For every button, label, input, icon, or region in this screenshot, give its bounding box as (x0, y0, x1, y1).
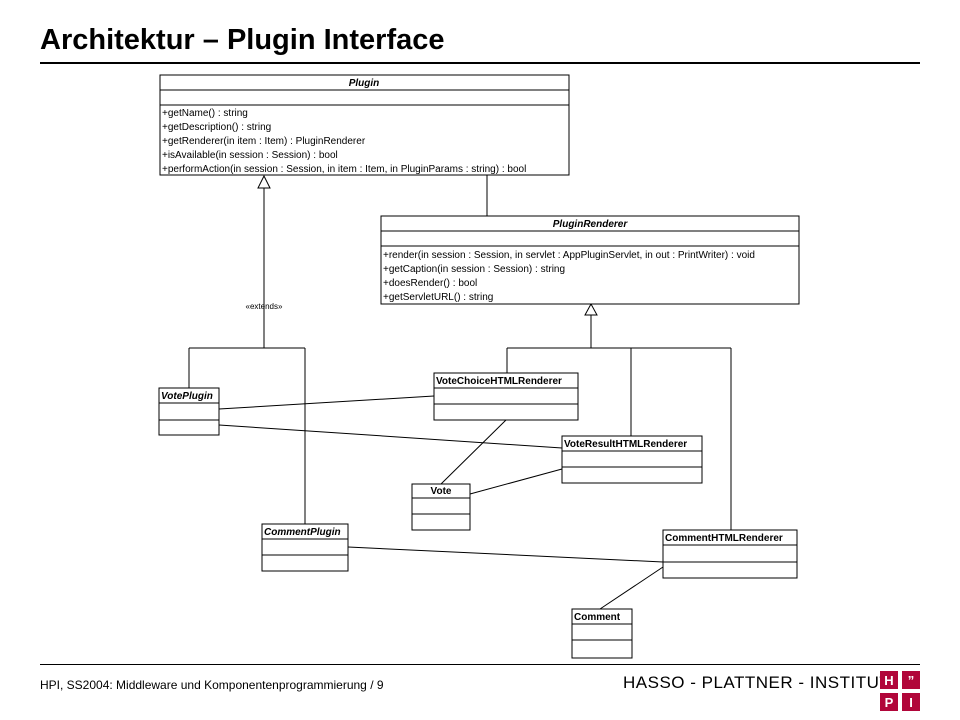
class-comment-plugin: CommentPlugin (261, 523, 349, 572)
class-name: PluginRenderer (553, 219, 629, 230)
class-plugin-renderer: PluginRenderer +render(in session : Sess… (380, 215, 800, 305)
method: +getDescription() : string (162, 122, 271, 133)
footer-text: HPI, SS2004: Middleware und Komponentenp… (40, 678, 384, 692)
association-voteplugin-votechoice (218, 395, 435, 410)
class-plugin: Plugin +getName() : string +getDescripti… (159, 74, 570, 176)
title-divider (40, 62, 920, 64)
class-name: VotePlugin (161, 391, 213, 402)
logo-letter: I (902, 693, 920, 711)
class-vote-result-renderer: VoteResultHTMLRenderer (561, 435, 703, 484)
class-vote-choice-renderer: VoteChoiceHTMLRenderer (433, 372, 579, 421)
association-voteplugin-voteresult (218, 424, 563, 449)
class-vote: Vote (411, 483, 471, 531)
method: +getServletURL() : string (383, 292, 493, 303)
logo-letter: P (880, 693, 898, 711)
class-vote-plugin: VotePlugin (158, 387, 220, 436)
association-votechoice-vote (440, 419, 507, 485)
method: +performAction(in session : Session, in … (162, 164, 526, 175)
hpi-logo: H ” P I (880, 671, 920, 711)
class-comment: Comment (571, 608, 633, 659)
logo-letter: H (880, 671, 898, 689)
class-name: Comment (574, 612, 621, 623)
institute-name: HASSO - PLATTNER - INSTITUT (623, 673, 891, 692)
method: +getCaption(in session : Session) : stri… (383, 264, 565, 275)
footer-divider (40, 664, 920, 665)
association-commentrenderer-comment (599, 566, 664, 610)
logo-letter: ” (902, 671, 920, 689)
generalization-arrow-plugin (257, 174, 271, 189)
extends-label: «extends» (246, 302, 283, 311)
class-name: VoteChoiceHTMLRenderer (436, 376, 562, 387)
relationship-lines (188, 174, 732, 610)
class-name: Vote (431, 486, 452, 497)
class-name: VoteResultHTMLRenderer (564, 439, 687, 450)
association-commentplugin-commentrenderer (347, 546, 664, 563)
method: +isAvailable(in session : Session) : boo… (162, 150, 338, 161)
generalization-arrow-renderer (584, 302, 598, 316)
class-name: CommentPlugin (264, 527, 341, 538)
class-name: CommentHTMLRenderer (665, 533, 783, 544)
method: +render(in session : Session, in servlet… (383, 250, 755, 261)
class-name: Plugin (349, 78, 380, 89)
method: +getRenderer(in item : Item) : PluginRen… (162, 136, 366, 147)
method: +getName() : string (162, 108, 248, 119)
class-comment-renderer: CommentHTMLRenderer (662, 529, 798, 579)
slide-title: Architektur – Plugin Interface (40, 24, 445, 56)
method: +doesRender() : bool (383, 278, 477, 289)
association-voteresult-vote (469, 468, 563, 495)
